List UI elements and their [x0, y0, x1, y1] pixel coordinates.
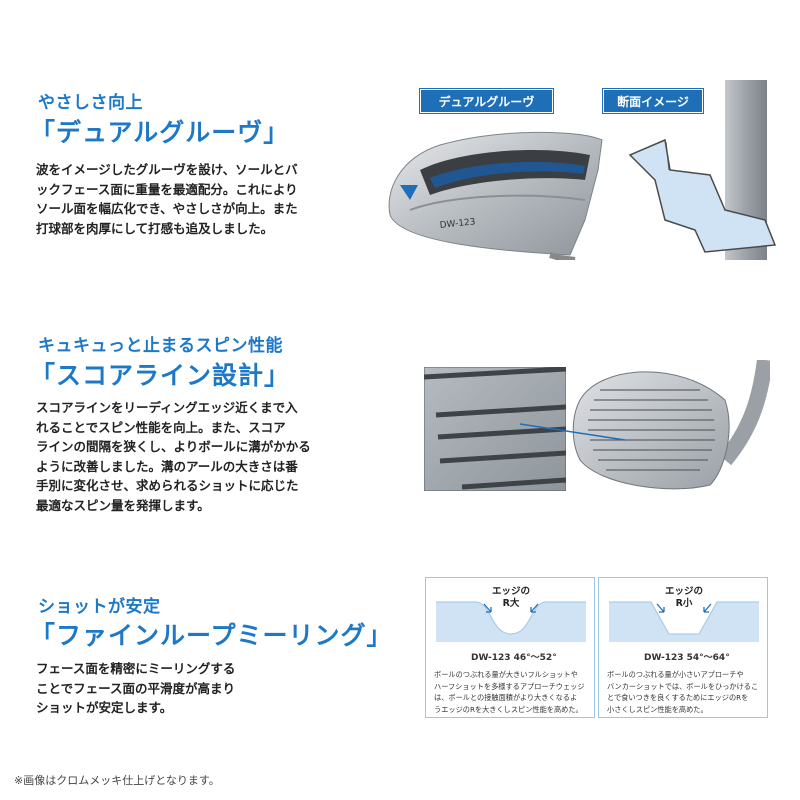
footnote: ※画像はクロムメッキ仕上げとなります。	[14, 774, 220, 787]
panel-caption-large: DW-123 46°～52°	[471, 653, 557, 663]
panel-desc-line: うエッジのRを大きくしスピン性能を高めた。	[434, 704, 583, 714]
section2-body-line: れることでスピン性能を向上。また、スコア	[36, 419, 286, 435]
section3-title: 「ファインループミーリング」	[30, 621, 393, 650]
section1-subtitle: やさしさ向上	[38, 93, 143, 113]
edge-label-line: エッジの	[664, 586, 703, 597]
section1-body-line: 波をイメージしたグルーヴを設け、ソールとバ	[36, 162, 298, 177]
club-model-text: DW-123	[439, 217, 476, 231]
label-cross-section: 断面イメージ	[603, 89, 703, 113]
cross-section-image	[628, 80, 777, 260]
panel-caption-small: DW-123 54°～64°	[644, 653, 730, 663]
panel-desc-line: ボールのつぶれる量が大きいフルショットや	[434, 670, 578, 679]
panel-desc-line: 小さくしスピン性能を高めた。	[607, 704, 708, 714]
panel-desc-small: ボールのつぶれる量が小さいアプローチや バンカーショットでは、ボールをひっかける…	[607, 669, 758, 715]
edge-label-line: エッジの	[491, 586, 530, 597]
section3-body-line: ことでフェース面の平滑度が高まり	[36, 680, 236, 696]
edge-label-line: R大	[502, 598, 520, 609]
section2-body: スコアラインをリーディングエッジ近くまで入 れることでスピン性能を向上。また、ス…	[36, 398, 311, 515]
edge-profile-large-image	[436, 601, 586, 642]
section1-body-line: ソール面を幅広化でき、やさしさが向上。また	[36, 201, 298, 216]
section1-body-line: 打球部を肉厚にして打感も追及しました。	[36, 220, 274, 236]
panel-desc-line: バンカーショットでは、ボールをひっかけるこ	[607, 681, 759, 691]
section3-body: フェース面を精密にミーリングする ことでフェース面の平滑度が高まり ショットが安…	[36, 659, 235, 718]
edge-radius-panel-small: エッジの R小 DW-123 54°～64° ボールのつぶれる量が小さいアプロー…	[598, 577, 768, 718]
edge-profile-small-image	[609, 601, 759, 642]
edge-label-line: R小	[675, 598, 693, 609]
label-dual-groove: デュアルグルーヴ	[420, 89, 553, 113]
panel-desc-line: ハーフショットを多様するアプローチウェッジ	[434, 681, 585, 691]
section3-body-line: ショットが安定します。	[36, 700, 173, 715]
panel-desc-line: は、ボールとの接触面積がより大きくなるよ	[434, 693, 578, 702]
section2-body-line: ように改善しました。溝のアールの大きさは番	[36, 458, 298, 474]
wedge-face-image	[572, 360, 770, 490]
section1-body: 波をイメージしたグルーヴを設け、ソールとバ ックフェース面に重量を最適配分。これ…	[36, 160, 298, 238]
section1-body-line: ックフェース面に重量を最適配分。これにより	[36, 181, 298, 197]
panel-desc-line: ボールのつぶれる量が小さいアプローチや	[607, 670, 744, 679]
section2-title: 「スコアライン設計」	[30, 361, 291, 390]
section2-body-line: ラインの間隔を狭くし、よりボールに溝がかかる	[36, 439, 311, 454]
edge-label-large: エッジの R大	[483, 586, 539, 610]
panel-desc-large: ボールのつぶれる量が大きいフルショットや ハーフショットを多様するアプローチウェ…	[434, 669, 585, 715]
section2-body-line: 手別に変化させ、求められるショットに応じた	[36, 478, 299, 493]
pointer-line	[520, 423, 626, 441]
panel-desc-line: とで食いつきを良くするためにエッジのRを	[607, 693, 749, 702]
section3-subtitle: ショットが安定	[38, 597, 161, 617]
edge-radius-panel-large: エッジの R大 DW-123 46°～52° ボールのつぶれる量が大きいフルショ…	[425, 577, 595, 718]
section2-body-line: スコアラインをリーディングエッジ近くまで入	[36, 400, 298, 415]
section2-body-line: 最適なスピン量を発揮します。	[36, 497, 210, 513]
score-line-closeup-image	[424, 367, 566, 491]
wedge-back-image: DW-123	[388, 131, 603, 260]
section3-body-line: フェース面を精密にミーリングする	[36, 661, 236, 676]
edge-label-small: エッジの R小	[656, 586, 712, 610]
section2-subtitle: キュキュっと止まるスピン性能	[38, 336, 283, 356]
section1-title: 「デュアルグルーヴ」	[30, 118, 290, 147]
